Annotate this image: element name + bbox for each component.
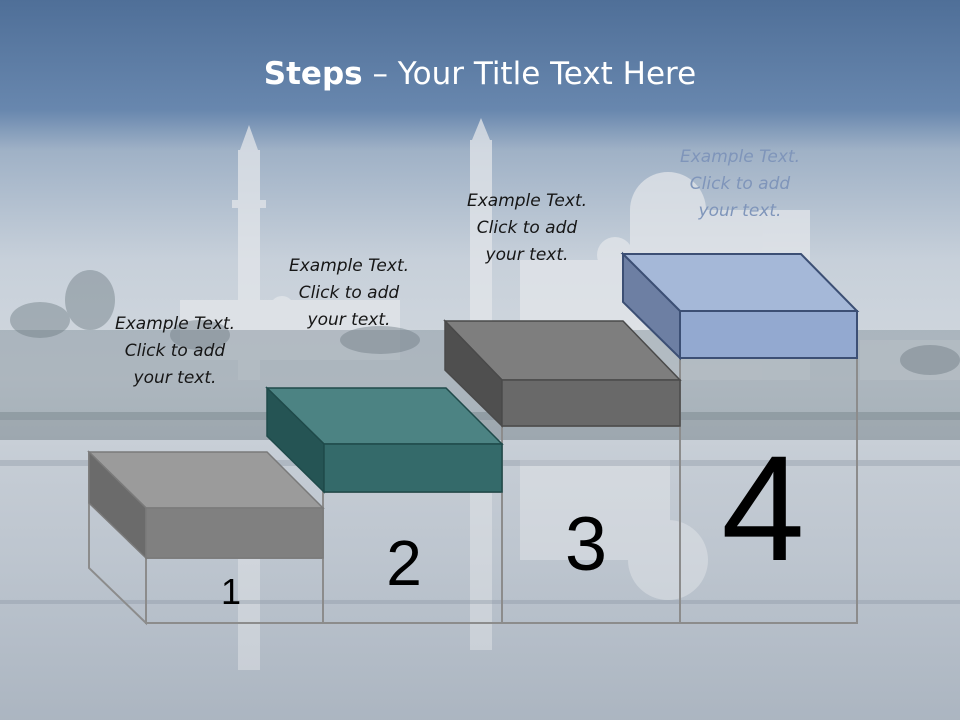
step-1-caption[interactable]: Example Text. Click to add your text. xyxy=(80,311,270,392)
step-3-block[interactable] xyxy=(443,319,682,428)
step-1-caption-line: Example Text. xyxy=(114,314,236,334)
step-3-front xyxy=(501,379,681,427)
step-1-front xyxy=(145,507,324,559)
step-2-caption[interactable]: Example Text. Click to add your text. xyxy=(254,253,444,334)
step-2-front xyxy=(323,443,503,493)
step-4-number: 4 xyxy=(721,424,804,592)
step-2-caption-line: your text. xyxy=(307,310,391,330)
slide-title-bold: Steps xyxy=(263,56,363,92)
step-2-caption-line: Example Text. xyxy=(288,256,410,276)
step-3-caption-line: Example Text. xyxy=(466,191,588,211)
step-1-block[interactable] xyxy=(87,450,325,560)
step-4-caption-line: your text. xyxy=(698,201,782,221)
step-2-block[interactable] xyxy=(265,386,504,494)
step-4-caption-line: Click to add xyxy=(689,174,791,194)
step-4-caption-line: Example Text. xyxy=(679,147,801,167)
slide-title[interactable]: Steps – Your Title Text Here xyxy=(0,56,960,92)
step-1-caption-line: your text. xyxy=(133,368,217,388)
step-2-number: 2 xyxy=(386,527,422,599)
step-4-front xyxy=(679,310,858,359)
step-3-number: 3 xyxy=(565,502,607,587)
step-3-caption-line: your text. xyxy=(485,245,569,265)
step-3-caption-line: Click to add xyxy=(476,218,578,238)
step-1-number: 1 xyxy=(221,571,241,612)
step-3-caption[interactable]: Example Text. Click to add your text. xyxy=(432,188,622,269)
step-4-block[interactable] xyxy=(620,251,860,361)
step-4-caption[interactable]: Example Text. Click to add your text. xyxy=(645,144,835,225)
slide-title-rest: – Your Title Text Here xyxy=(362,56,697,92)
step-1-caption-line: Click to add xyxy=(124,341,226,361)
step-2-caption-line: Click to add xyxy=(298,283,400,303)
